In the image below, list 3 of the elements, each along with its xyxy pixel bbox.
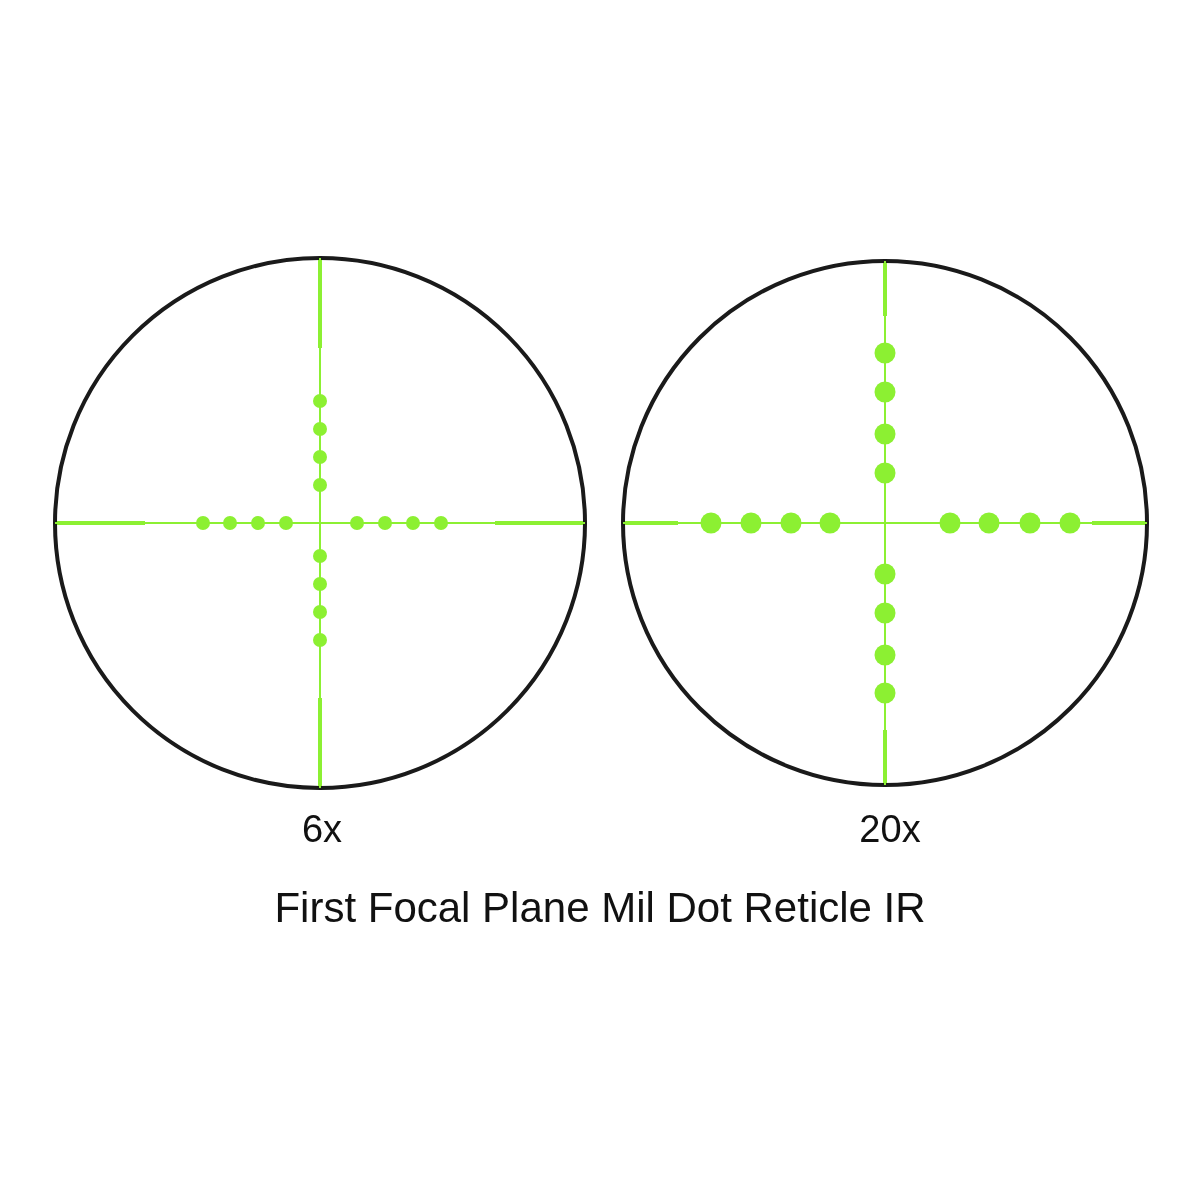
- caption: First Focal Plane Mil Dot Reticle IR: [274, 884, 926, 932]
- magnification-label: 20x: [859, 808, 921, 851]
- magnification-label: 6x: [301, 808, 343, 851]
